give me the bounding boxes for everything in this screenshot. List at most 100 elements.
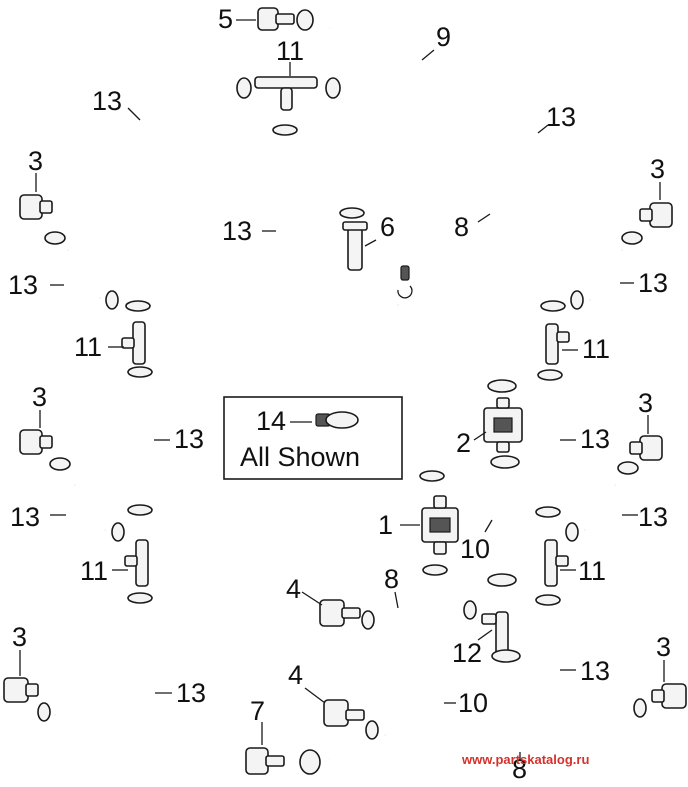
valve-2	[483, 397, 523, 453]
callout-13: 13	[176, 678, 206, 708]
hose-10-bottom	[380, 678, 516, 764]
callout-8: 8	[454, 212, 469, 242]
clamp	[365, 720, 379, 740]
callout-11: 11	[74, 332, 102, 362]
clamp	[125, 300, 151, 312]
callout-11: 11	[276, 36, 304, 66]
callout-13: 13	[638, 268, 668, 298]
callout-13: 13	[8, 270, 38, 300]
clamp	[339, 207, 365, 219]
callout-13: 13	[546, 102, 576, 132]
callout-3: 3	[638, 388, 653, 418]
callout-3: 3	[656, 632, 671, 662]
callout-6: 6	[380, 212, 395, 242]
elbow-fitting-4-lower	[323, 699, 365, 727]
leader-lines	[19, 19, 665, 760]
valve-1	[421, 495, 459, 555]
fitting-3-right-upper	[639, 202, 673, 228]
elbow-fitting-5	[257, 7, 295, 31]
clamp	[49, 457, 71, 471]
hose-13-right-bottom	[540, 620, 641, 750]
clamp	[296, 9, 314, 31]
callout-1: 1	[378, 510, 393, 540]
callout-8: 8	[512, 754, 527, 784]
clamp	[127, 366, 153, 378]
hose-13-right-short-1	[582, 245, 630, 305]
all-shown-number: 14	[256, 406, 286, 436]
fitting-3-right-middle	[629, 435, 663, 461]
clamp	[127, 592, 153, 604]
callout-10: 10	[458, 688, 488, 718]
clamp	[535, 506, 561, 518]
callout-13: 13	[222, 216, 252, 246]
clamp	[37, 702, 51, 722]
callout-3: 3	[28, 146, 43, 176]
clamp	[236, 77, 252, 99]
callout-10: 10	[460, 534, 490, 564]
callout-11: 11	[582, 334, 610, 364]
fitting-3-left-middle	[19, 429, 53, 455]
clamp	[540, 300, 566, 312]
clamp	[361, 610, 375, 630]
callout-9: 9	[436, 22, 451, 52]
callout-4: 4	[288, 660, 303, 690]
clamp	[127, 504, 153, 516]
all-shown-box: 14 All Shown	[223, 396, 403, 480]
callout-12: 12	[452, 638, 482, 668]
clamp	[44, 231, 66, 245]
tee-fitting-12	[481, 611, 509, 657]
fittings	[3, 7, 687, 775]
tee-fitting-11-right-upper	[545, 323, 570, 365]
hoses	[49, 19, 641, 768]
tee-fitting-11-top	[254, 76, 318, 111]
clamp	[537, 369, 563, 381]
callout-13: 13	[174, 424, 204, 454]
clamp	[419, 470, 445, 482]
fitting-3-left-lower	[3, 677, 39, 703]
watermark-text: www.partskatalog.ru	[461, 752, 589, 767]
clamp	[487, 573, 517, 587]
elbow-fitting-7	[245, 747, 285, 775]
clamp	[487, 379, 517, 393]
callout-11: 11	[578, 556, 606, 586]
clamp	[272, 124, 298, 136]
callout-3: 3	[12, 622, 27, 652]
clamp	[617, 461, 639, 475]
hose-9	[329, 19, 440, 455]
hose-13-right-short-2	[577, 480, 623, 535]
callout-4: 4	[286, 574, 301, 604]
tee-fitting-11-left-upper	[121, 321, 146, 365]
hose-13-left-short-2	[67, 480, 113, 535]
clamp	[570, 290, 584, 310]
callout-3: 3	[32, 382, 47, 412]
clamp	[299, 749, 321, 775]
clamp	[633, 698, 647, 718]
clamp	[422, 564, 448, 576]
fitting-3-left-upper	[19, 194, 53, 220]
callout-7: 7	[250, 696, 265, 726]
clamp	[463, 600, 477, 620]
callout-8: 8	[384, 564, 399, 594]
callout-11: 11	[80, 556, 108, 586]
clamp	[491, 649, 521, 663]
callout-13: 13	[580, 656, 610, 686]
callout-5: 5	[218, 4, 233, 34]
hose-8-upper	[344, 122, 508, 370]
callout-13: 13	[10, 502, 40, 532]
hose-13-left-short-1	[60, 245, 108, 303]
hose-13-center-loop	[278, 150, 408, 349]
clamps	[37, 9, 647, 775]
clamp	[621, 231, 643, 245]
hose-13-top-right	[354, 77, 556, 292]
clamp	[490, 455, 520, 469]
clamp	[325, 77, 341, 99]
hose-13-left-bottom	[49, 620, 151, 750]
callout-13: 13	[92, 86, 122, 116]
clamp	[565, 522, 579, 542]
elbow-fitting-4-upper	[319, 599, 361, 627]
callout-2: 2	[456, 428, 471, 458]
clamp	[105, 290, 119, 310]
clamp	[111, 522, 125, 542]
tee-fitting-11-left-lower	[124, 539, 149, 587]
